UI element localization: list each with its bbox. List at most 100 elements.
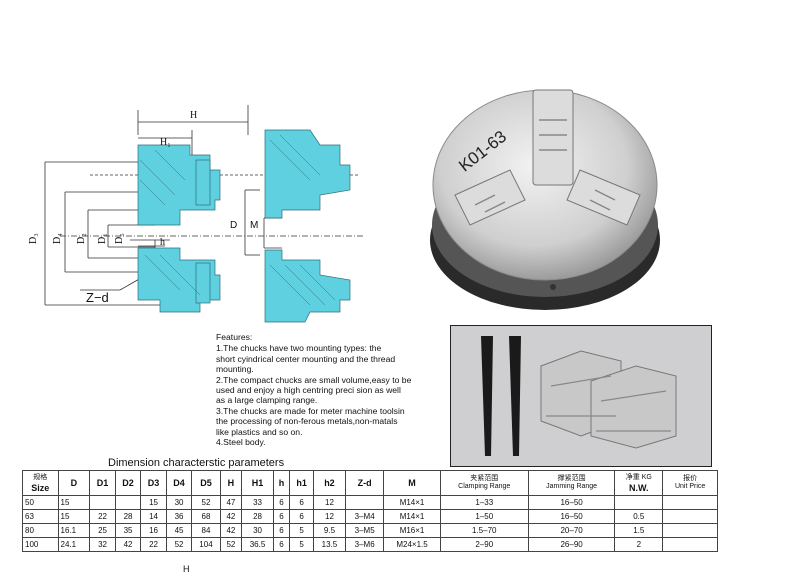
table-cell: 5 [289,537,315,552]
table-cell: 47 [219,495,243,510]
label-H: H [190,110,197,121]
table-cell: 80 [22,523,59,538]
table-cell: 5 [289,523,315,538]
label-D5: D₅ [114,233,125,244]
table-cell: 1.5 [614,523,664,538]
table-cell: 42 [114,537,142,552]
features-title: Features: [216,332,253,342]
table-cell: 3–M6 [344,537,385,552]
table-cell: 16–50 [527,495,616,510]
table-cell: 6 [289,495,315,510]
table-cell: 16–50 [527,509,616,524]
table-cell: 22 [140,537,167,552]
table-cell: 52 [219,537,243,552]
table-cell: M14×1 [383,495,441,510]
header-Zd: Z-d [344,470,385,496]
table-cell: 2 [614,537,664,552]
label-D4: D₄ [52,233,63,244]
label-D2: D₂ [76,233,87,244]
table-cell: 16 [140,523,167,538]
table-cell [662,509,718,524]
label-Zd: Z−d [86,290,109,305]
table-cell: M24×1.5 [383,537,441,552]
table-cell: 28 [241,509,274,524]
table-cell: 26–90 [527,537,616,552]
table-cell: 30 [241,523,274,538]
header-D: D [57,470,91,496]
table-cell: 32 [89,537,116,552]
table-cell: 12 [313,509,346,524]
table-cell: 50 [22,495,59,510]
table-cell: 14 [140,509,167,524]
table-cell [614,495,664,510]
header-D1: D1 [89,470,116,496]
table-cell: 36 [165,509,193,524]
label-D: D [230,220,237,231]
table-cell: 6 [289,509,315,524]
header-D5: D5 [191,470,221,496]
table-cell: 63 [22,509,59,524]
table-cell: 6 [272,537,291,552]
label-D1: D₁ [97,233,108,244]
header-D3: D3 [140,470,167,496]
jaws-photo [450,325,712,467]
table-cell: 22 [89,509,116,524]
header-h2: h2 [313,470,346,496]
feature-item-4: 4.Steel body. [216,437,266,448]
table-cell: 3–M4 [344,509,385,524]
table-cell: 6 [272,523,291,538]
table-cell: 1–33 [439,495,529,510]
table-cell: 84 [191,523,221,538]
table-cell: M14×1 [383,509,441,524]
header-D4: D4 [165,470,193,496]
table-cell [89,495,116,510]
label-M: M [250,220,258,231]
table-cell: 1–50 [439,509,529,524]
table-cell: 52 [191,495,221,510]
table-cell: 15 [140,495,167,510]
table-cell: M16×1 [383,523,441,538]
table-cell: 45 [165,523,193,538]
table-cell: 6 [272,509,291,524]
table-cell: 16.1 [57,523,91,538]
table-cell: 52 [165,537,193,552]
table-caption: Dimension characterstic parameters [108,457,285,469]
table-cell [662,523,718,538]
table-cell: 9.5 [313,523,346,538]
table-cell: 35 [114,523,142,538]
table-cell: 12 [313,495,346,510]
table-cell: 36.5 [241,537,274,552]
features-list: Features: 1.The chucks have two mounting… [216,332,456,447]
header-H: H [219,470,243,496]
feature-item-2: 2.The compact chucks are small volume,ea… [216,374,412,406]
header-M: M [383,470,441,496]
feature-item-3: 3.The chucks are made for meter machine … [216,405,405,437]
table-cell: 100 [22,537,59,552]
table-cell: 30 [165,495,193,510]
header-h: h [272,470,291,496]
label-D3: D₃ [28,233,39,244]
table-cell: 33 [241,495,274,510]
table-cell: 3–M5 [344,523,385,538]
table-cell [662,495,718,510]
table-cell [114,495,142,510]
table-cell: 6 [272,495,291,510]
table-cell: 24.1 [57,537,91,552]
table-cell: 15 [57,509,91,524]
label-h: h [160,237,165,248]
header-D2: D2 [114,470,142,496]
table-cell [344,495,385,510]
table-cell [662,537,718,552]
table-cell: 42 [219,509,243,524]
table-cell: 15 [57,495,91,510]
footer-label: H [183,564,190,574]
